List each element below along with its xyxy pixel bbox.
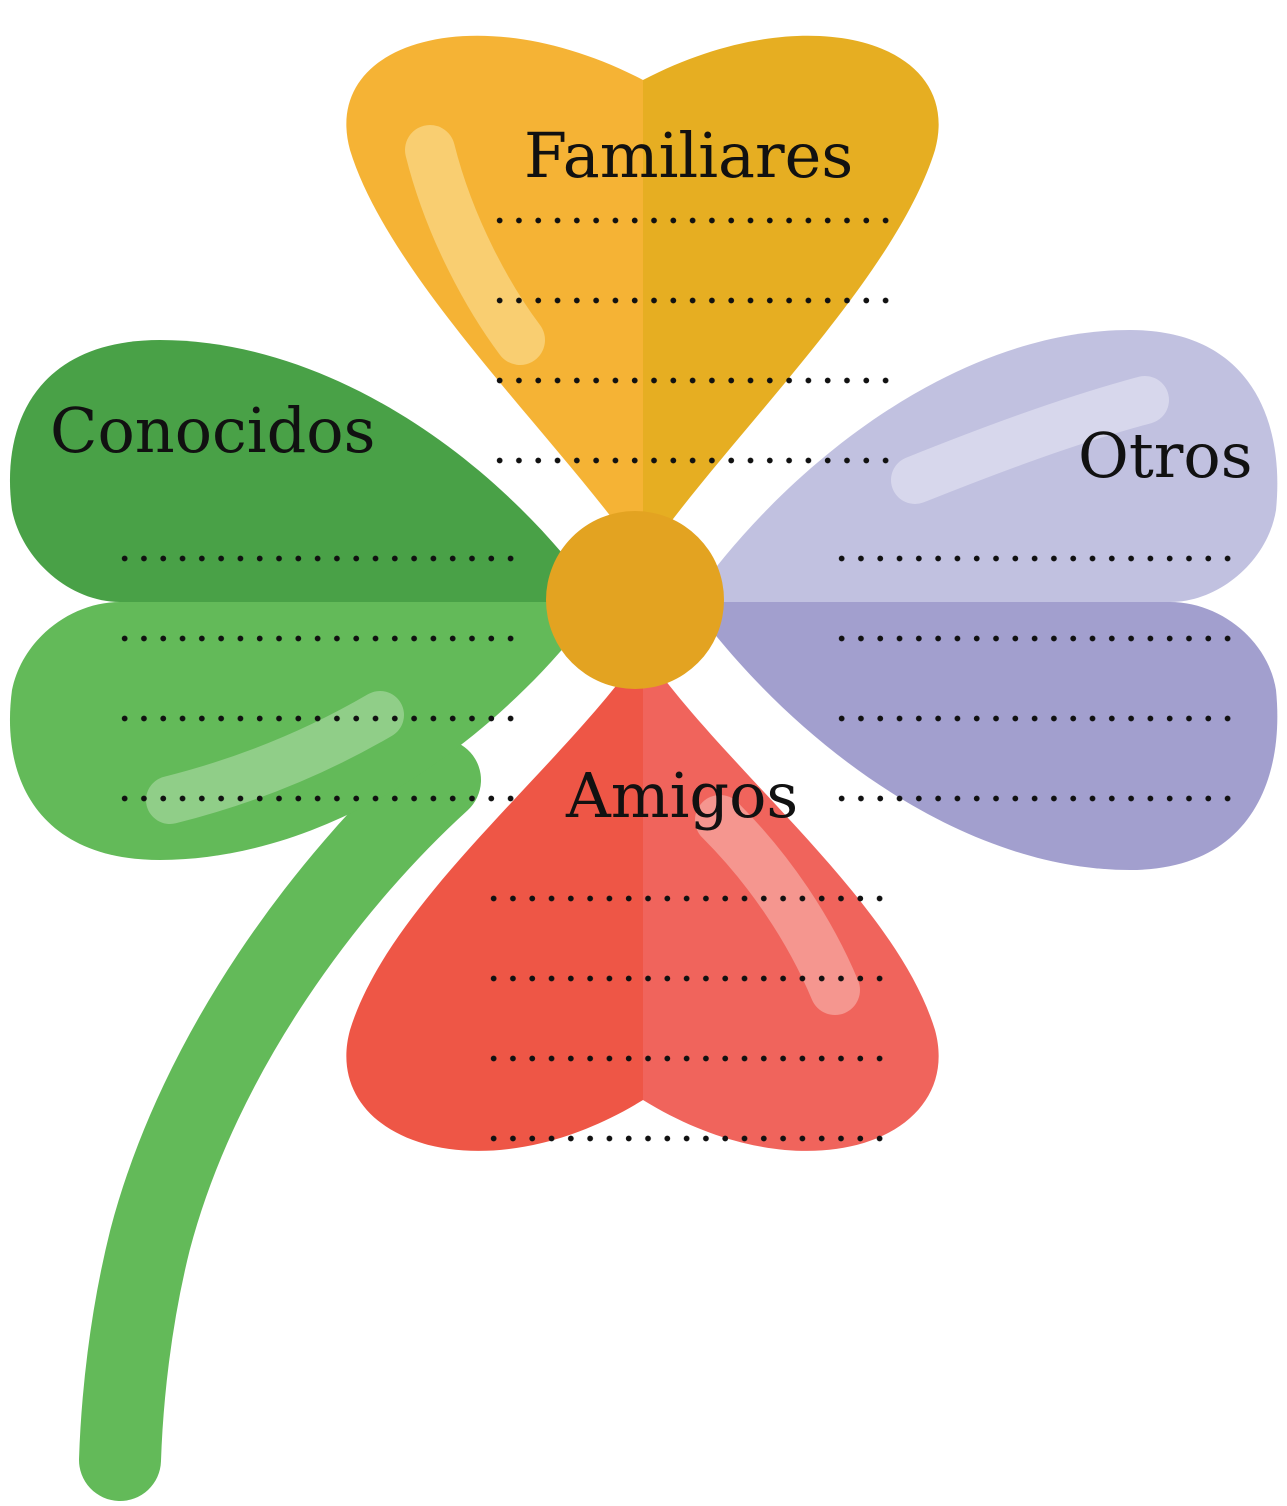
answer-line[interactable] [832,650,1237,730]
answer-line[interactable] [490,392,895,472]
familiares-answer-lines [490,152,895,472]
answer-line[interactable] [115,570,520,650]
dotted-line [484,1135,889,1142]
answer-line[interactable] [832,490,1237,570]
dotted-line [832,795,1237,802]
familiares-label: Familiares [524,119,854,192]
dotted-line [115,555,520,562]
dotted-line [832,555,1237,562]
answer-line[interactable] [490,232,895,312]
dotted-line [484,1055,889,1062]
amigos-answer-lines [484,830,889,1150]
dotted-line [490,297,895,304]
dotted-line [490,217,895,224]
answer-line[interactable] [484,990,889,1070]
answer-line[interactable] [832,730,1237,810]
answer-line[interactable] [484,830,889,910]
petal-otros [690,330,1278,870]
answer-line[interactable] [484,1070,889,1150]
otros-answer-lines [832,490,1237,810]
answer-line[interactable] [484,910,889,990]
dotted-line [832,635,1237,642]
answer-line[interactable] [490,152,895,232]
answer-line[interactable] [115,730,520,810]
dotted-line [115,635,520,642]
otros-label: Otros [1078,419,1253,492]
dotted-line [484,895,889,902]
dotted-line [832,715,1237,722]
answer-line[interactable] [115,490,520,570]
amigos-label: Amigos [566,759,799,832]
answer-line[interactable] [832,570,1237,650]
stem [79,739,481,1501]
conocidos-answer-lines [115,490,520,810]
dotted-line [115,795,520,802]
conocidos-label: Conocidos [50,394,376,467]
dotted-line [490,457,895,464]
answer-line[interactable] [490,312,895,392]
dotted-line [115,715,520,722]
answer-line[interactable] [115,650,520,730]
dotted-line [484,975,889,982]
flower-center [546,511,724,689]
dotted-line [490,377,895,384]
